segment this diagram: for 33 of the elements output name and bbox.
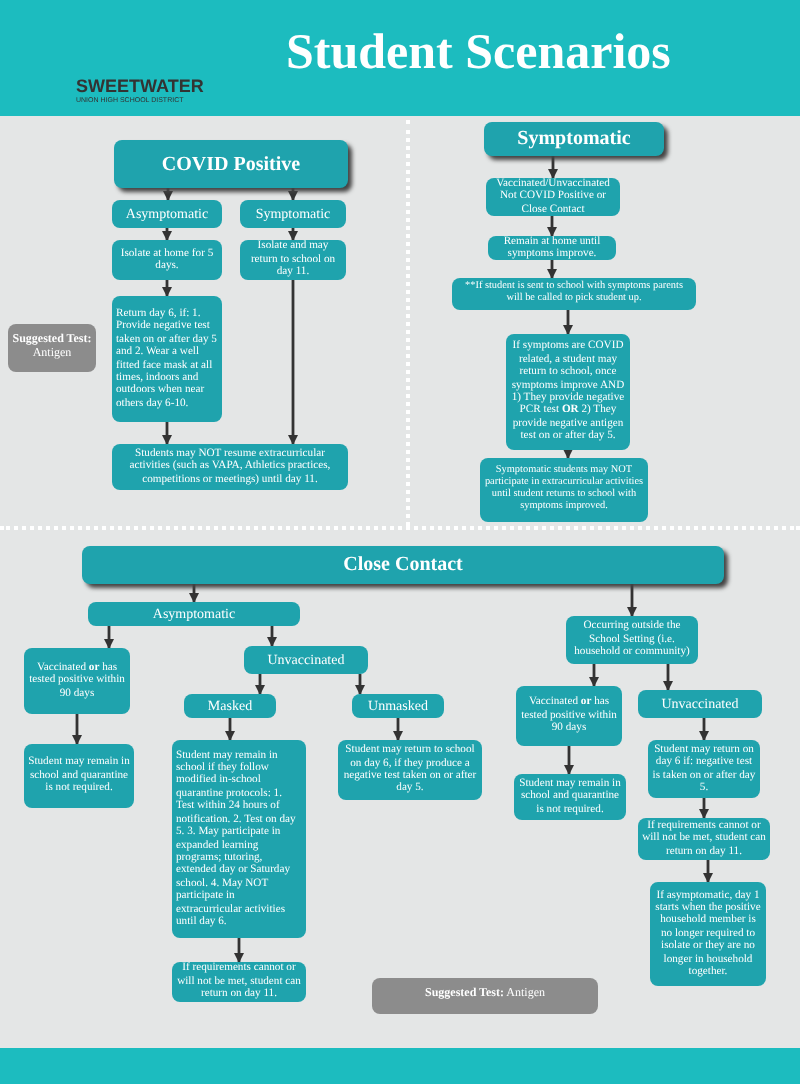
arrow [589, 664, 599, 687]
arrow [72, 714, 82, 745]
arrow [627, 584, 637, 617]
arrow [699, 798, 709, 819]
arrow [355, 674, 365, 695]
arrow [564, 746, 574, 775]
page-title: Student Scenarios [286, 28, 671, 78]
arrow [267, 626, 277, 647]
arrow [563, 310, 573, 335]
arrow [703, 860, 713, 883]
arrow [163, 188, 173, 201]
district-name: SWEETWATER [76, 78, 204, 96]
arrow [548, 156, 558, 179]
arrow [547, 216, 557, 237]
arrow [234, 938, 244, 963]
arrow [189, 584, 199, 603]
heading-box: COVID Positive [114, 140, 348, 188]
arrow [255, 674, 265, 695]
arrow [104, 626, 114, 649]
arrow [699, 718, 709, 741]
arrow [547, 260, 557, 279]
arrow [393, 718, 403, 741]
arrow [225, 718, 235, 741]
arrow [288, 228, 298, 241]
arrow [162, 280, 172, 297]
arrow [563, 449, 573, 459]
arrow [288, 280, 298, 445]
arrow [288, 188, 298, 201]
heading-box: Symptomatic [484, 122, 664, 156]
heading-box: Close Contact [82, 546, 724, 584]
arrow [162, 422, 172, 445]
arrow [663, 664, 673, 691]
arrow [162, 228, 172, 241]
